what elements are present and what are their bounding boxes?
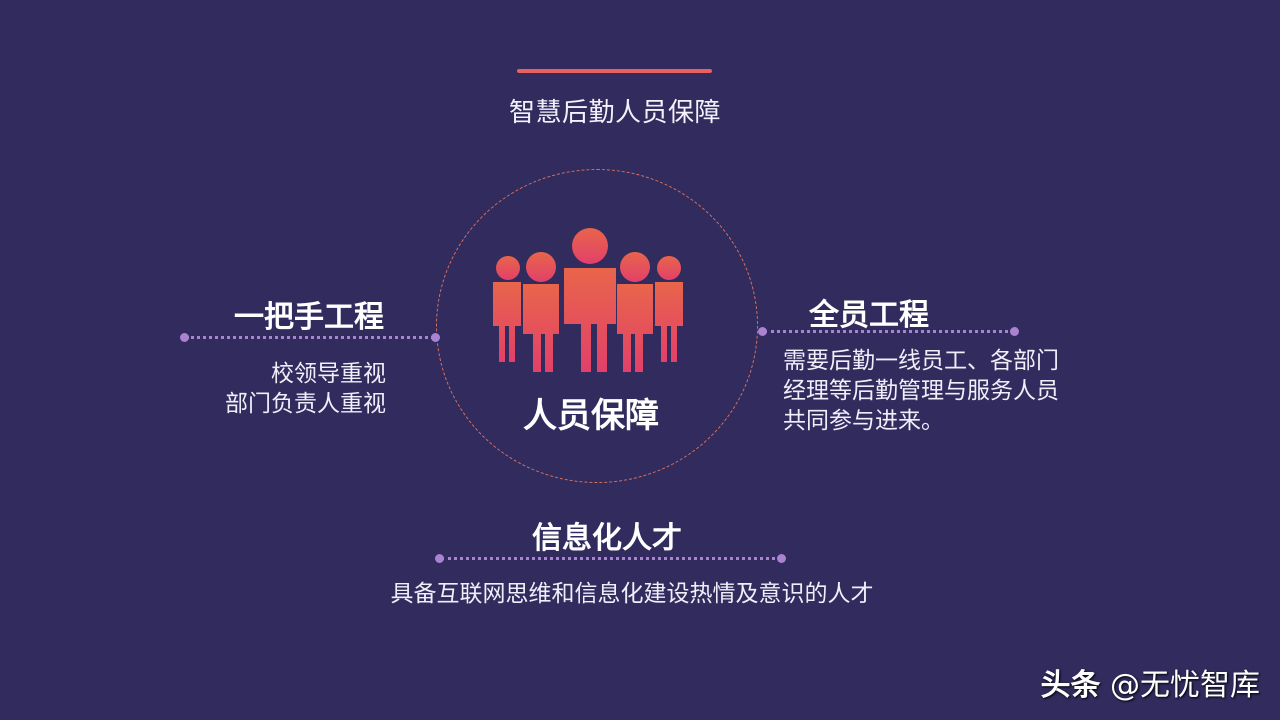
bottom-heading: 信息化人才 — [532, 521, 682, 556]
bottom-line-end-dot — [777, 554, 786, 563]
bottom-body: 具备互联网思维和信息化建设热情及意识的人才 — [390, 581, 874, 607]
center-dashed-circle — [436, 169, 758, 483]
left-line-end-dot — [431, 333, 440, 342]
right-line-2: 经理等后勤管理与服务人员 — [783, 378, 1059, 404]
right-body: 需要后勤一线员工、各部门 经理等后勤管理与服务人员 共同参与进来。 — [783, 346, 1093, 436]
title-accent-line — [517, 69, 712, 73]
bottom-line-start-dot — [435, 554, 444, 563]
left-body: 校领导重视 部门负责人重视 — [190, 359, 386, 419]
left-line-1: 校领导重视 — [271, 361, 386, 387]
watermark: 头条 @无忧智库 — [1040, 660, 1260, 704]
watermark-brand: 头条 — [1040, 668, 1101, 703]
group-of-people-icon — [488, 222, 692, 372]
left-dotted-line — [186, 336, 434, 339]
right-heading: 全员工程 — [809, 298, 929, 333]
center-title: 人员保障 — [523, 396, 659, 436]
slide-subtitle: 智慧后勤人员保障 — [508, 98, 721, 128]
right-line-end-dot — [1010, 327, 1019, 336]
right-line-3: 共同参与进来。 — [783, 408, 944, 434]
left-heading: 一把手工程 — [234, 300, 384, 335]
right-dotted-line — [764, 330, 1014, 333]
bottom-dotted-line — [441, 557, 781, 560]
right-line-start-dot — [758, 327, 767, 336]
watermark-handle: @无忧智库 — [1110, 668, 1260, 703]
right-line-1: 需要后勤一线员工、各部门 — [783, 348, 1059, 374]
left-line-2: 部门负责人重视 — [225, 391, 386, 417]
left-line-start-dot — [180, 333, 189, 342]
